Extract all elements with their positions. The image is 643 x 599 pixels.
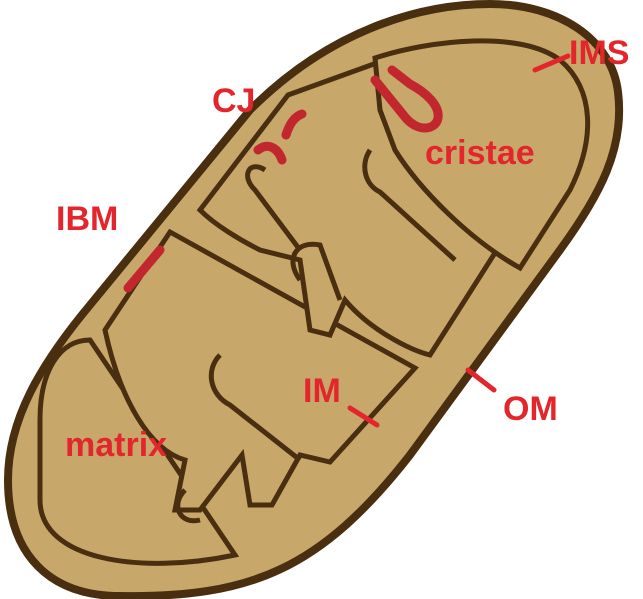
label-ims: IMS bbox=[569, 36, 629, 70]
label-ibm: IBM bbox=[56, 202, 118, 236]
om-pointer bbox=[468, 370, 494, 390]
label-im: IM bbox=[303, 374, 341, 408]
label-cristae: cristae bbox=[425, 136, 535, 170]
label-cj: CJ bbox=[212, 84, 255, 118]
label-om: OM bbox=[503, 392, 558, 426]
label-matrix: matrix bbox=[65, 428, 167, 462]
